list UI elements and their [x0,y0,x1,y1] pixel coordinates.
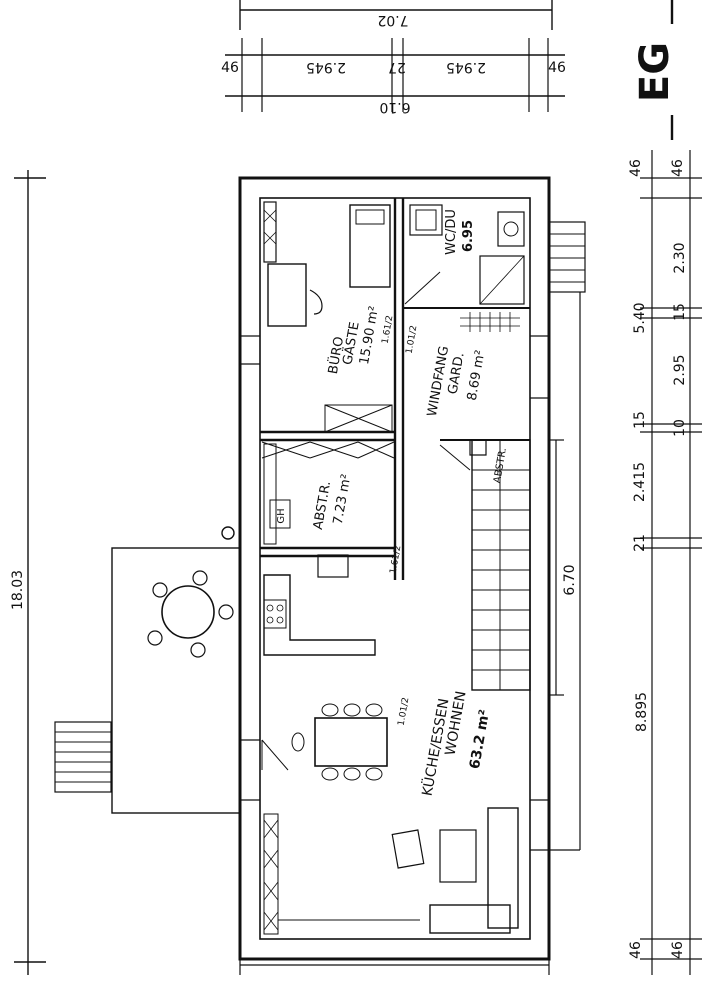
door-label-4: 1.01/2 [397,697,412,727]
dim-right-3: 2.30 [672,242,688,273]
kitchen-area: 63.2 m² [467,708,493,770]
floor-label-group: EG [632,0,678,140]
dim-left-overall: 18.03 [10,570,26,610]
dim-top-inner: 6.10 [379,99,410,115]
dim-right-8: 10 [672,419,688,437]
dim-top-c: 2.945 [446,59,486,75]
dim-top-a: 2.945 [306,59,346,75]
bottom-extension [239,959,550,975]
door-label-3: 1.01/2 [405,325,420,355]
dim-right-13: 46 [670,941,686,959]
interior-walls [260,198,530,580]
dim-right-10: 21 [632,534,648,552]
left-dimension: 18.03 [10,170,46,975]
buero-area: 15.90 m² [357,305,382,366]
terrace [54,547,241,814]
dim-right-1: 46 [628,159,644,177]
entrance-stairs [548,221,586,851]
dim-right-11: 8.895 [634,692,650,732]
windfang-name2: GARD. [446,351,468,395]
dim-top-left: 46 [221,60,239,76]
room-wc: WC/DU 6.95 [409,204,525,305]
room-windfang: WINDFANG GARD. 8.69 m² 1.01/2 [405,271,520,456]
dim-top-b: 27 [388,59,406,75]
dim-right-12: 46 [628,941,644,959]
dim-right-5: 15 [672,303,688,321]
buero-name1: BÜRO [324,335,347,375]
dim-top-right: 46 [548,60,566,76]
door-label-1: 1.61/2 [381,315,396,345]
gh-label: GH [276,508,287,523]
room-buero: BÜRO GÄSTE 15.90 m² 1.61/2 [263,201,396,375]
windfang-area: 8.69 m² [465,349,489,402]
staircase: ABSTR. [439,439,531,691]
abstr-small-label: ABSTR. [492,447,509,484]
dim-stair: 6.70 [562,564,578,595]
door-label-2: 1.61/2 [389,545,404,575]
wc-name: WC/DU [444,209,459,255]
dim-right-2: 46 [670,159,686,177]
room-kitchen-living: KÜCHE/ESSEN WOHNEN 63.2 m² 1.01/2 [261,554,519,935]
abstr-area: 7.23 m² [331,473,355,526]
dim-right-9: 2.415 [632,462,648,502]
dim-right-4: 5.40 [632,302,648,333]
floor-label: EG [632,42,678,102]
wc-area: 6.95 [461,220,476,252]
dim-overall-top: 7.02 [377,12,408,28]
top-dimension-block: 7.02 46 2.945 27 2.945 46 6.10 [221,0,566,115]
stair-dimension: 6.70 [548,439,578,696]
buero-name2: GÄSTE [339,321,362,366]
dim-right-6: 2.95 [672,354,688,385]
right-dimension-chains: 46 46 2.30 5.40 15 2.95 15 10 2.415 21 8… [628,150,702,975]
dim-right-7: 15 [632,411,648,429]
